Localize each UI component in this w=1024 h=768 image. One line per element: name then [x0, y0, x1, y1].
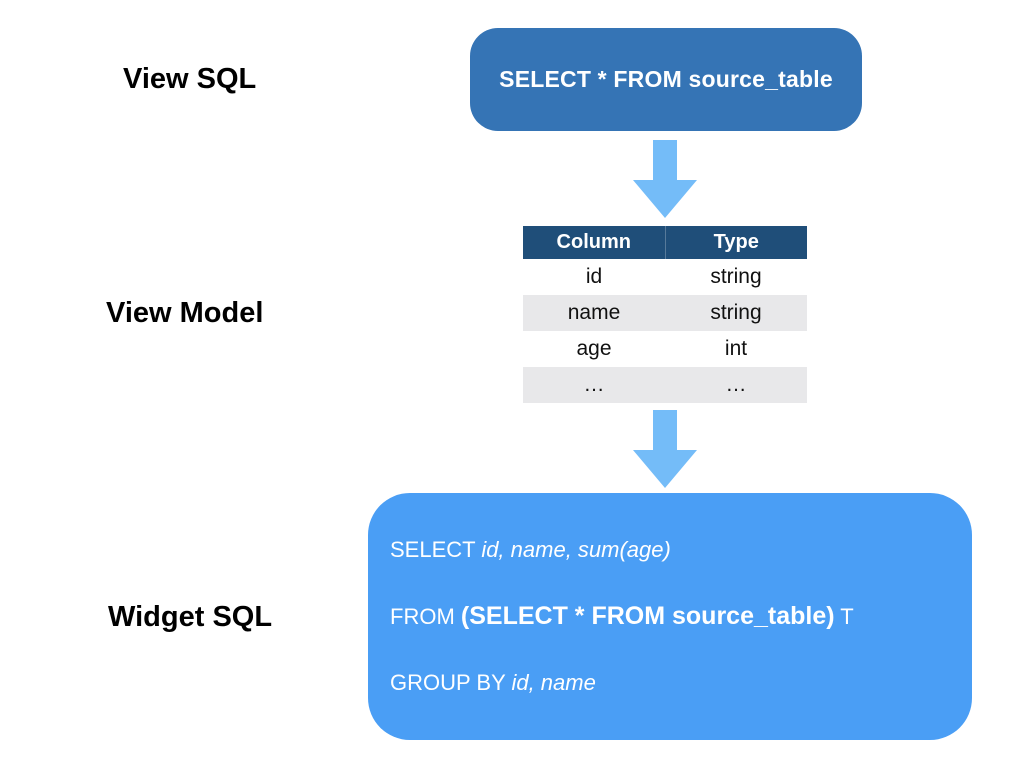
- sql-keyword: FROM: [390, 604, 461, 629]
- sql-line-groupby: GROUP BY id, name: [390, 669, 972, 697]
- sql-keyword: GROUP BY: [390, 670, 512, 695]
- widget-sql-box: SELECT id, name, sum(age) FROM (SELECT *…: [368, 493, 972, 740]
- table-cell-column: id: [585, 265, 603, 288]
- sql-subquery: (SELECT * FROM source_table): [460, 602, 835, 630]
- view-sql-box: SELECT * FROM source_table: [470, 28, 862, 131]
- down-arrow-icon: [633, 140, 697, 218]
- table-cell-column: name: [567, 301, 621, 324]
- table-cell-type: int: [724, 337, 748, 360]
- table-row: … …: [523, 367, 807, 403]
- table-cell-column: …: [583, 373, 605, 396]
- table-header-row: Column Type: [523, 226, 807, 259]
- table-cell-type: string: [710, 301, 762, 324]
- table-cell-type: …: [725, 373, 747, 396]
- view-model-label: View Model: [106, 297, 264, 329]
- sql-keyword: SELECT: [390, 537, 482, 562]
- down-arrow-icon: [633, 410, 697, 488]
- table-cell-type: string: [710, 265, 762, 288]
- widget-sql-label: Widget SQL: [108, 601, 273, 633]
- sql-line-from: FROM (SELECT * FROM source_table) T: [390, 602, 972, 631]
- view-sql-label: View SQL: [123, 63, 257, 95]
- sql-alias: T: [834, 604, 854, 629]
- table-header-type: Type: [664, 226, 807, 259]
- view-model-table: Column Type id string name string age in…: [523, 226, 807, 403]
- view-sql-box-text: SELECT * FROM source_table: [499, 66, 833, 92]
- sql-columns: id, name, sum(age): [481, 537, 671, 562]
- table-row: age int: [523, 331, 807, 367]
- table-row: id string: [523, 259, 807, 295]
- table-header-column: Column: [523, 226, 665, 259]
- sql-groupby-columns: id, name: [511, 670, 596, 695]
- table-cell-column: age: [576, 337, 612, 360]
- sql-line-select: SELECT id, name, sum(age): [390, 536, 972, 564]
- table-row: name string: [523, 295, 807, 331]
